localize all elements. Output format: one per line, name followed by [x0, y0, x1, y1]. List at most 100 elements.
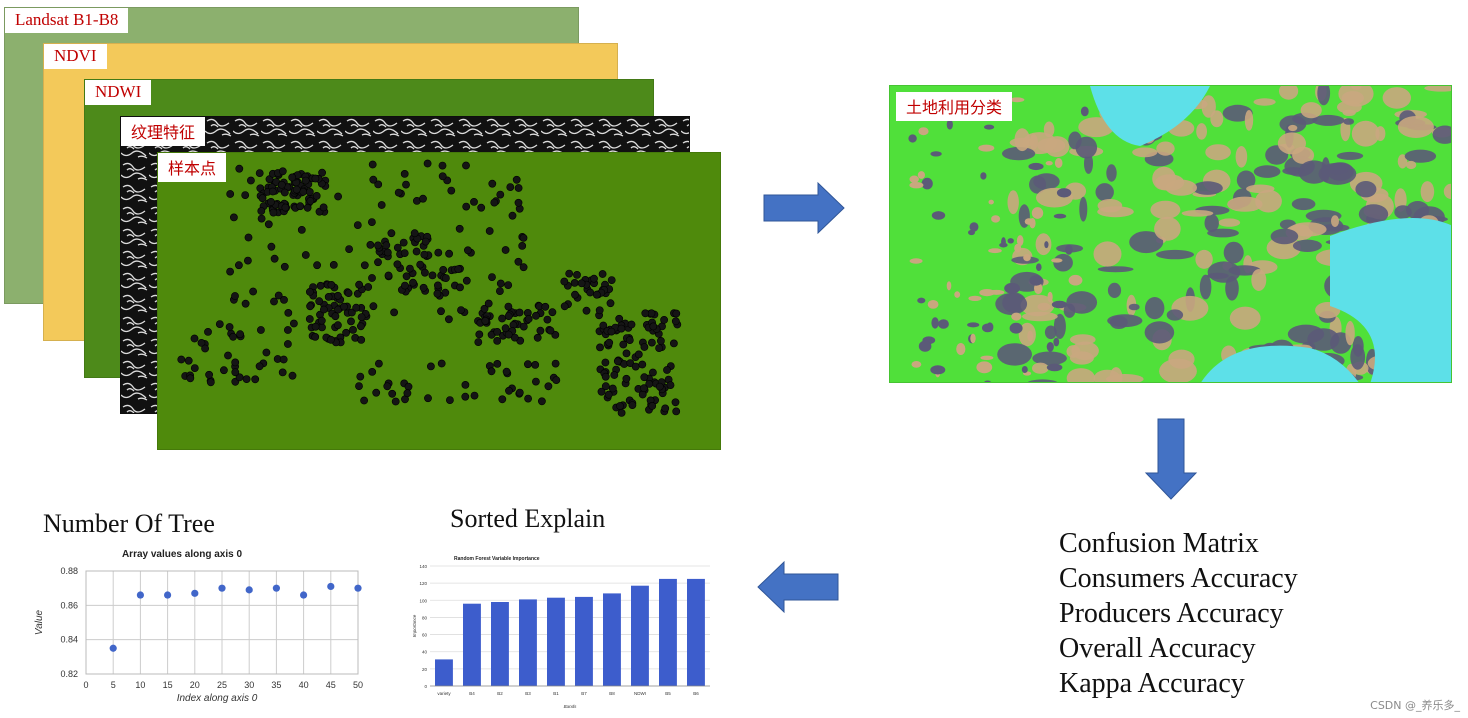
tree-chart-y-tick: 0.86 [60, 600, 78, 610]
sample-point [419, 194, 427, 203]
landuse-patch [1107, 282, 1122, 298]
sample-point [496, 190, 505, 199]
landuse-patch [1097, 266, 1134, 273]
sample-point [353, 221, 362, 229]
sample-point [622, 374, 631, 383]
sample-point [447, 186, 456, 195]
sample-point [488, 179, 497, 188]
sample-point [404, 382, 413, 391]
landuse-patch [1024, 218, 1034, 225]
landuse-patch [1443, 183, 1451, 199]
importance-chart-x-tick: B7 [581, 691, 587, 696]
sample-point [560, 302, 569, 311]
tree-chart-point [327, 582, 335, 591]
importance-bar [491, 602, 509, 686]
sample-point [424, 394, 432, 403]
tree-chart-point [272, 584, 280, 592]
sample-point [543, 315, 552, 324]
sample-point [533, 333, 542, 342]
sample-point [405, 264, 414, 273]
sample-point [288, 173, 297, 182]
landuse-patch [1156, 141, 1175, 156]
sample-point [311, 322, 320, 331]
sample-point [345, 245, 353, 253]
sample-point [501, 246, 510, 254]
sample-point [283, 326, 292, 334]
sample-point [190, 334, 199, 343]
landuse-patch [1235, 146, 1248, 168]
sample-point [604, 390, 613, 399]
sample-point [262, 348, 271, 357]
importance-chart-title: Random Forest Variable Importance [454, 556, 540, 562]
sample-point [201, 344, 209, 353]
sample-point [655, 344, 663, 352]
sample-point [484, 299, 493, 308]
sample-point [493, 359, 502, 368]
landuse-patch [969, 222, 979, 232]
sample-point [595, 306, 604, 315]
sample-point [319, 305, 328, 314]
tree-chart-point [300, 591, 308, 599]
sample-point [438, 172, 447, 181]
landuse-patch [1207, 272, 1229, 279]
landuse-patch [917, 297, 926, 304]
accuracy-metrics-list: Confusion Matrix Consumers Accuracy Prod… [1059, 526, 1298, 701]
sample-point [423, 159, 432, 168]
tree-chart-point [245, 586, 253, 594]
sample-point [412, 247, 421, 256]
sample-point [444, 315, 453, 324]
sample-point [387, 229, 396, 238]
sample-point [518, 242, 527, 250]
landuse-patch [1253, 165, 1281, 178]
landuse-patch [1009, 97, 1025, 103]
sample-point [481, 316, 490, 325]
landuse-patch [1106, 164, 1117, 182]
sample-point [617, 408, 626, 417]
sample-point [552, 376, 561, 384]
landuse-patch [1144, 321, 1175, 344]
importance-bar [519, 599, 537, 686]
landsat-layer-label: Landsat B1-B8 [5, 8, 129, 33]
sample-point [514, 257, 523, 266]
tree-chart-x-tick: 10 [135, 680, 145, 690]
landuse-patch [1405, 160, 1417, 170]
landuse-patch [1218, 218, 1241, 227]
sample-point [671, 317, 680, 326]
sample-point [270, 254, 279, 263]
sample-point [631, 362, 640, 371]
importance-chart-x-label: Bands [564, 704, 578, 709]
sample-point [319, 203, 328, 212]
landuse-patch [1355, 181, 1377, 198]
sample-point [640, 384, 648, 393]
sample-point [608, 384, 617, 393]
tree-chart-y-tick: 0.82 [60, 669, 78, 679]
sample-point [311, 332, 320, 341]
sample-point [477, 203, 486, 212]
tree-chart-x-tick: 50 [353, 680, 363, 690]
landuse-patch [1093, 241, 1122, 267]
sample-point [462, 202, 471, 211]
sample-point [390, 308, 398, 317]
landuse-patch [908, 134, 917, 143]
sample-point [366, 241, 375, 249]
sample-point [565, 269, 574, 278]
sample-point [391, 397, 400, 406]
landuse-patch [956, 343, 966, 355]
landuse-patch [1027, 330, 1034, 342]
metric-confusion-matrix: Confusion Matrix [1059, 528, 1259, 559]
sample-point [663, 366, 671, 374]
sample-point [462, 161, 470, 170]
landuse-patch [918, 127, 929, 136]
sample-point [278, 368, 287, 377]
landuse-patch [1065, 244, 1073, 255]
tree-chart-x-label: Index along axis 0 [177, 693, 258, 704]
sample-point [615, 314, 624, 323]
landuse-patch [1020, 294, 1055, 317]
sample-point [619, 340, 628, 349]
sample-points [177, 159, 682, 417]
sample-point [656, 336, 665, 345]
landuse-patch [1028, 162, 1044, 171]
sample-point [313, 261, 321, 270]
number-of-tree-heading: Number Of Tree [43, 509, 215, 538]
sample-point [190, 364, 199, 372]
